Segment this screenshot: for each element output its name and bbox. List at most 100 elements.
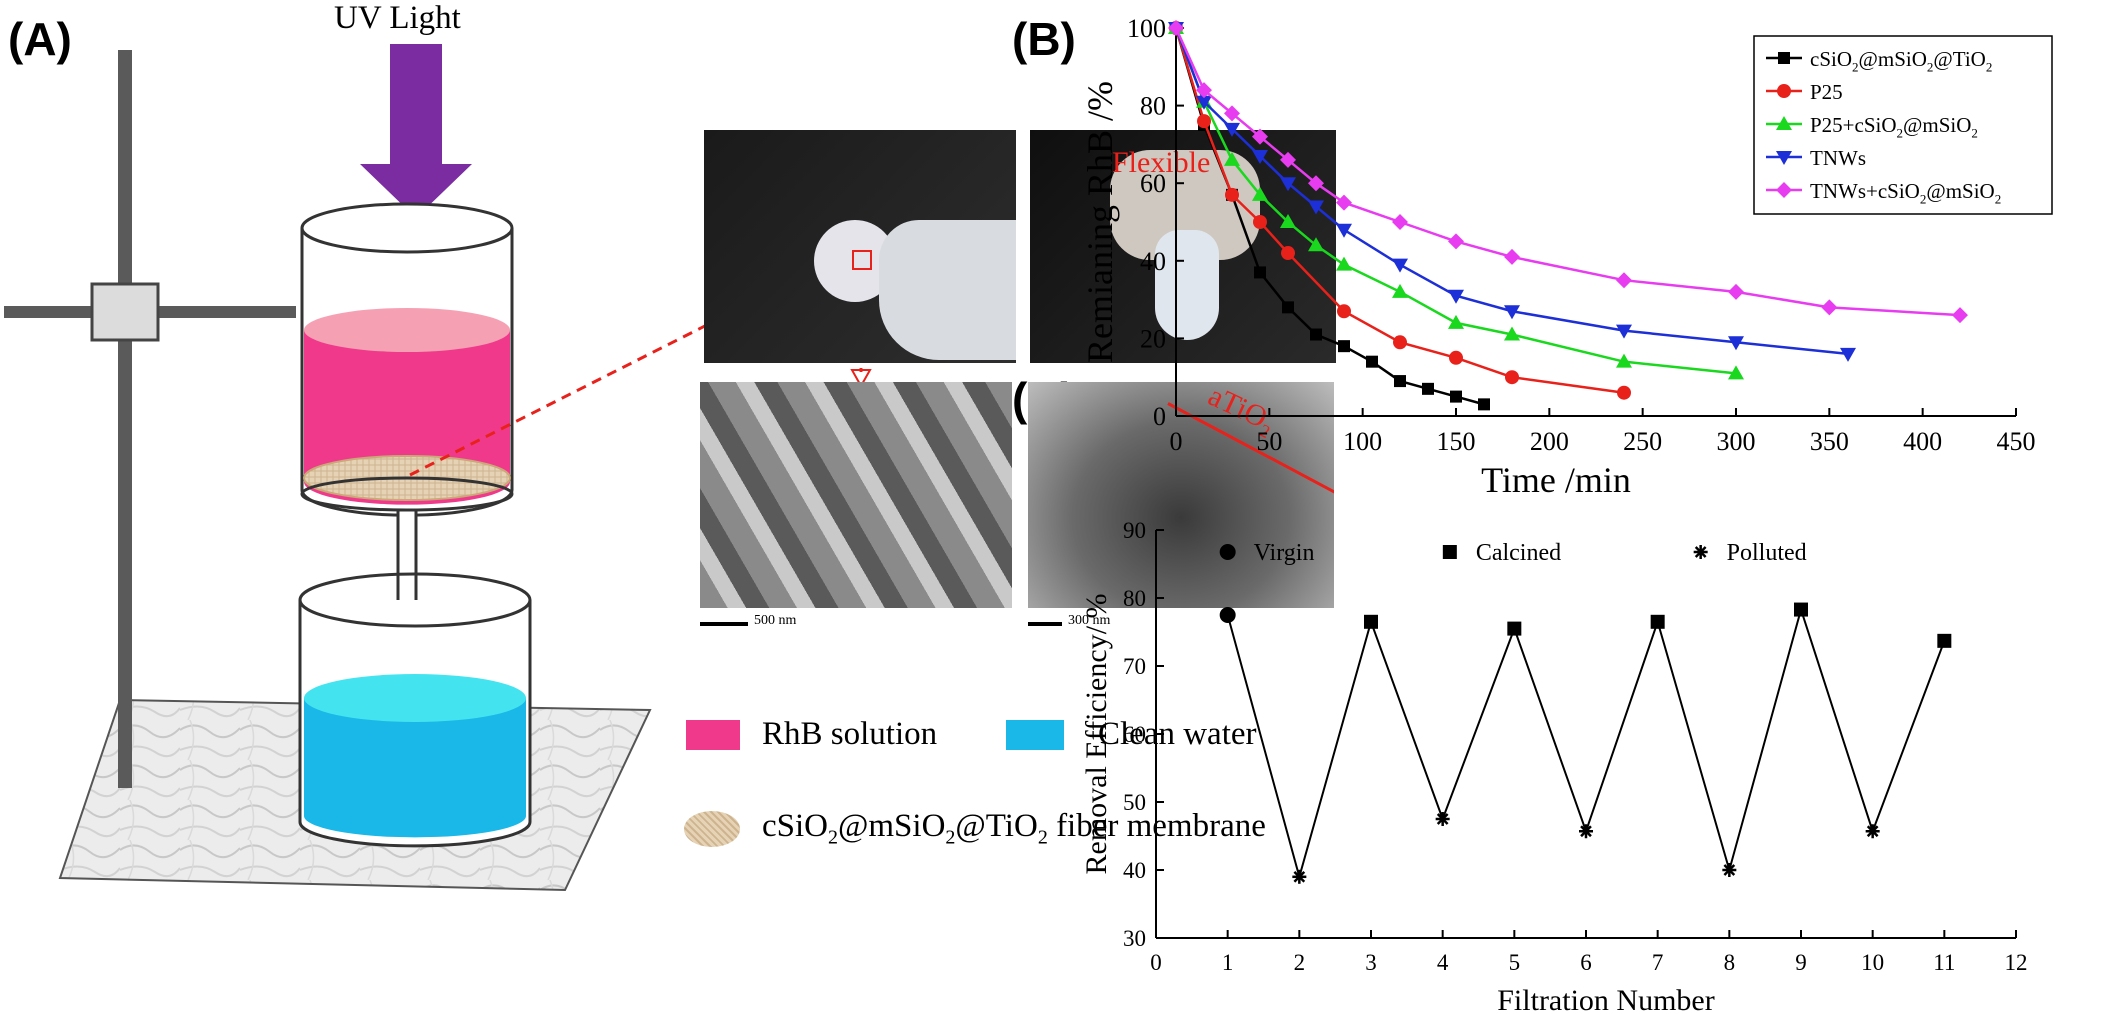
data-point-s2 <box>1308 237 1324 252</box>
legend-label-calcined: Calcined <box>1476 540 1561 566</box>
series-line-3 <box>1174 27 1849 356</box>
y-tick-label: 50 <box>1123 790 1146 815</box>
clean-water-legend-label: Clean water <box>1098 716 1257 752</box>
data-point-s1 <box>1337 304 1351 319</box>
y-tick-label: 60 <box>1123 722 1146 747</box>
legend-marker <box>1776 182 1792 198</box>
data-point-s4 <box>1308 175 1324 192</box>
data-point-s3 <box>1448 289 1464 304</box>
x-tick-label: 7 <box>1652 950 1664 975</box>
y-tick-label: 70 <box>1123 654 1146 679</box>
data-point-s2 <box>1504 326 1520 341</box>
legend-box <box>1753 35 2053 215</box>
panel-label-b: (B) <box>1012 13 1076 65</box>
rhb-legend-label: RhB solution <box>762 716 938 752</box>
tem-image: aTiO2 <box>1028 382 1334 608</box>
data-point-s4 <box>1224 105 1240 122</box>
data-point-calcined <box>1507 621 1522 636</box>
apparatus-illustration <box>4 44 1010 892</box>
data-point-s3 <box>1504 305 1520 320</box>
data-point-s1 <box>1281 246 1295 261</box>
photo-membrane-hand <box>704 130 1016 363</box>
uv-light-label: UV Light <box>334 0 461 36</box>
data-point-calcined <box>1650 614 1665 629</box>
data-point-s1 <box>1393 335 1407 350</box>
x-tick-label: 11 <box>1933 950 1955 975</box>
data-point-s1 <box>1449 350 1463 365</box>
data-point-polluted <box>1722 863 1737 877</box>
x-tick-label: 5 <box>1509 950 1521 975</box>
data-point-s0 <box>1422 382 1434 395</box>
rhb-swatch <box>686 719 740 750</box>
scale-label-2: 300 nm <box>1068 613 1111 628</box>
data-point-s4 <box>1280 151 1296 168</box>
data-point-s0 <box>1282 301 1294 314</box>
data-point-s2 <box>1728 365 1744 380</box>
data-point-calcined <box>1937 633 1952 648</box>
data-point-s0 <box>1310 328 1322 341</box>
data-point-s4 <box>1392 214 1408 230</box>
legend-entry-2: P25+cSiO2@mSiO2 <box>1810 113 1978 140</box>
y-tick-label: 90 <box>1123 518 1146 543</box>
x-tick-label: 4 <box>1437 950 1449 975</box>
x-tick-label: 100 <box>1343 427 1382 456</box>
photo-flexible: Flexible <box>1030 130 1336 363</box>
flexible-label: Flexible <box>1112 146 1211 179</box>
data-point-s0 <box>1450 390 1462 403</box>
x-tick-label: 8 <box>1724 950 1736 975</box>
y-tick-label: 80 <box>1140 92 1166 121</box>
lower-beaker <box>298 572 532 848</box>
data-point-s4 <box>1504 248 1520 265</box>
data-point-s1 <box>1253 215 1267 229</box>
sem-image <box>700 382 1012 608</box>
data-point-s3 <box>1616 324 1632 339</box>
data-point-s1 <box>1225 187 1239 202</box>
series-line-1 <box>1174 27 1625 394</box>
data-point-s2 <box>1336 256 1352 271</box>
y-tick-label: 80 <box>1123 586 1146 611</box>
data-point-s4 <box>1252 128 1268 145</box>
data-point-s2 <box>1280 214 1296 228</box>
x-axis-label: Time /min <box>1481 460 1631 500</box>
data-point-s4 <box>1336 194 1352 211</box>
x-tick-label: 0 <box>1170 427 1183 456</box>
data-point-virgin <box>1219 607 1236 623</box>
data-point-s2 <box>1392 283 1408 298</box>
uv-arrow-shaft <box>390 44 442 164</box>
legend-label-polluted: Polluted <box>1727 540 1807 566</box>
legend-entry-4: TNWs+cSiO2@mSiO2 <box>1810 179 2001 206</box>
x-axis-label: Filtration Number <box>1497 984 1714 1014</box>
data-point-s2 <box>1224 151 1240 166</box>
legend-marker <box>1777 84 1791 98</box>
data-point-s2 <box>1448 314 1464 329</box>
x-tick-label: 250 <box>1623 427 1662 456</box>
x-tick-label: 400 <box>1903 427 1942 456</box>
legend-entry-3: TNWs <box>1810 146 1866 170</box>
data-point-s4 <box>1616 272 1632 289</box>
dashed-arrow-to-photo <box>409 280 793 477</box>
series-line-0 <box>1174 27 1485 406</box>
data-point-s3 <box>1728 336 1744 351</box>
x-tick-label: 0 <box>1150 950 1162 975</box>
data-point-s4 <box>1952 307 1968 324</box>
legend-entry-1: P25 <box>1810 80 1843 104</box>
data-point-calcined <box>1364 614 1378 629</box>
y-tick-label: 20 <box>1140 324 1166 353</box>
legend-label-virgin: Virgin <box>1254 540 1315 566</box>
legend-marker-virgin <box>1219 544 1236 560</box>
x-tick-label: 50 <box>1256 427 1282 456</box>
membrane-legend-label: cSiO2@mSiO2@TiO2 fiber membrane <box>762 808 1266 849</box>
data-point-s0 <box>1478 398 1490 411</box>
data-point-polluted <box>1865 824 1880 839</box>
data-point-s0 <box>1338 340 1350 353</box>
data-point-s2 <box>1252 186 1268 201</box>
data-point-s1 <box>1197 114 1211 129</box>
data-point-s2 <box>1616 353 1632 368</box>
x-tick-label: 12 <box>2005 950 2028 975</box>
legend-marker-calcined <box>1442 545 1457 559</box>
data-point-s1 <box>1505 370 1519 385</box>
y-tick-label: 40 <box>1123 858 1146 883</box>
scale-bar-1 <box>700 622 748 626</box>
